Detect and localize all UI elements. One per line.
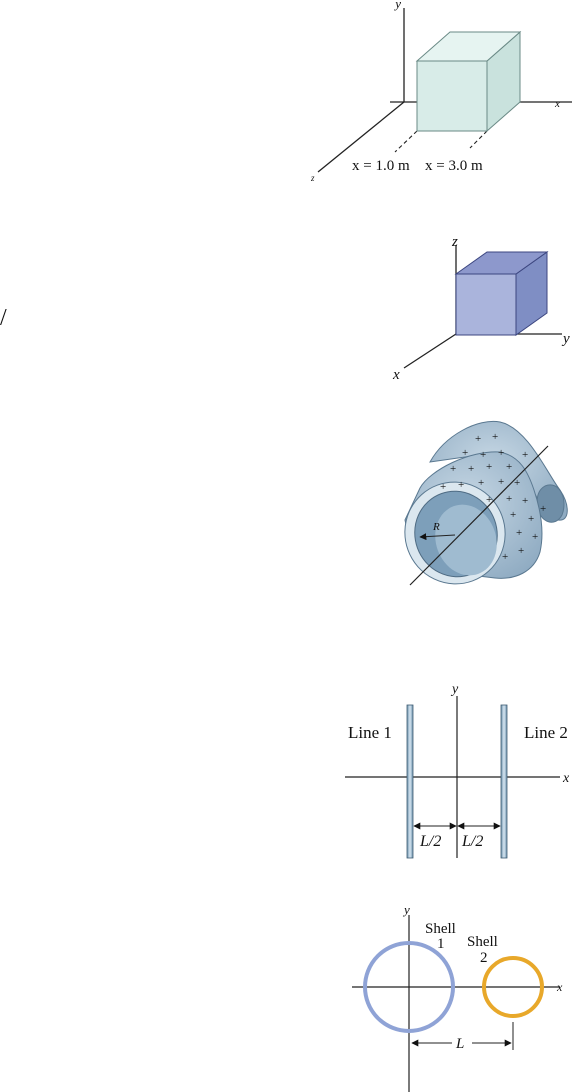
x-axis-label: x [392, 367, 400, 383]
charge-plus: + [462, 447, 468, 459]
charge-plus: + [514, 477, 520, 489]
cube-front-face [456, 274, 516, 335]
margin-slash: / [0, 305, 7, 331]
charge-plus: + [480, 449, 486, 461]
charge-plus: + [440, 481, 446, 493]
charge-plus: + [492, 431, 498, 443]
line-1-rod [407, 705, 413, 858]
charge-plus: + [450, 463, 456, 475]
charge-plus: + [522, 495, 528, 507]
two-shells-figure: y x Shell 1 Shell 2 L [352, 902, 563, 1092]
charge-plus: + [486, 494, 492, 506]
radius-label: R [432, 521, 440, 533]
charge-plus: + [502, 551, 508, 563]
right-distance-label: L/2 [461, 833, 483, 850]
x-axis-label: x [562, 771, 570, 786]
distance-label: L [455, 1036, 464, 1052]
charge-plus: + [478, 477, 484, 489]
charge-plus: + [516, 527, 522, 539]
charge-plus: + [522, 449, 528, 461]
x-axis-label: x [556, 980, 563, 994]
y-axis-label: y [561, 331, 570, 347]
charge-plus: + [532, 531, 538, 543]
y-axis-label: y [402, 902, 410, 917]
cube-front-face [417, 61, 487, 131]
charge-plus: + [506, 493, 512, 505]
cube-xyz-figure: y x z x = 1.0 m x = 3.0 m [310, 0, 572, 183]
charge-plus: + [506, 461, 512, 473]
charge-plus: + [486, 461, 492, 473]
z-axis-label: z [310, 173, 315, 183]
shell-2-number: 2 [480, 950, 488, 966]
y-axis-label: y [450, 682, 459, 697]
shell-2-label: Shell [467, 934, 498, 950]
line-1-label: Line 1 [348, 723, 392, 742]
cylinder-figure: R + + + + + + + + + + + + + + + + + + + … [391, 421, 568, 598]
x2-label: x = 3.0 m [425, 158, 483, 174]
left-distance-label: L/2 [419, 833, 441, 850]
two-lines-figure: y x Line 1 Line 2 L/2 L/2 [345, 682, 570, 858]
line-2-rod [501, 705, 507, 858]
charge-plus: + [498, 476, 504, 488]
charge-plus: + [468, 463, 474, 475]
z-axis-label: z [451, 234, 458, 250]
shell-1-number: 1 [437, 936, 445, 952]
charge-plus: + [528, 513, 534, 525]
charge-plus: + [540, 503, 546, 515]
x2-guide [470, 131, 487, 148]
x1-guide [395, 131, 417, 152]
charge-plus: + [510, 509, 516, 521]
shell-1-label: Shell [425, 921, 456, 937]
charge-plus: + [475, 433, 481, 445]
x-axis-line [404, 334, 456, 368]
x1-label: x = 1.0 m [352, 158, 410, 174]
charge-plus: + [458, 479, 464, 491]
charge-plus: + [518, 545, 524, 557]
charge-plus: + [498, 447, 504, 459]
x-axis-label: x [554, 98, 560, 110]
cube-blue-figure: z y x [392, 234, 570, 383]
line-2-label: Line 2 [524, 723, 568, 742]
y-axis-label: y [393, 0, 401, 11]
